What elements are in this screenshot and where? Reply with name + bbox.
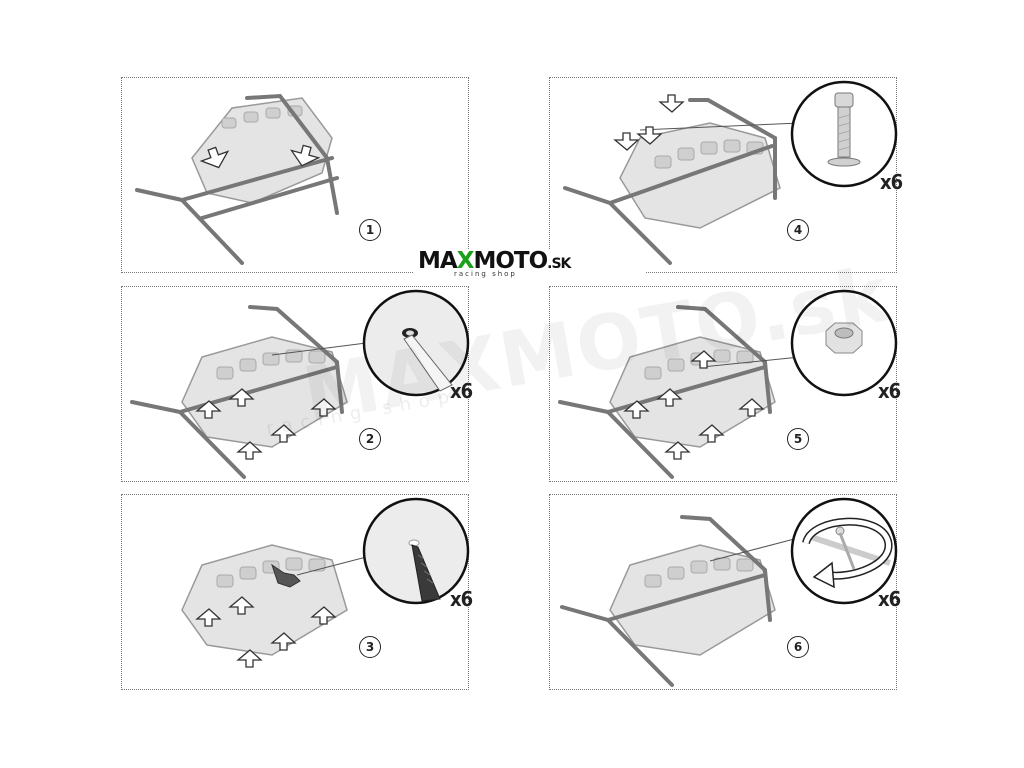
step-1-panel: 1 xyxy=(121,77,469,273)
step-6-illustration xyxy=(560,497,898,687)
arrow-icon xyxy=(199,144,321,169)
quantity-label: x6 xyxy=(450,587,473,611)
arrow-icon xyxy=(195,388,337,460)
step-number-badge: 3 xyxy=(359,636,381,658)
arrow-icon xyxy=(613,94,685,151)
step-6-panel: x6 6 xyxy=(549,494,901,690)
step-4-illustration xyxy=(563,80,898,265)
step-5-panel: x6 5 xyxy=(549,286,901,482)
step-number-badge: 2 xyxy=(359,428,381,450)
step-4-panel: x6 4 xyxy=(549,77,903,273)
step-number-badge: 1 xyxy=(359,219,381,241)
step-number-badge: 6 xyxy=(787,636,809,658)
quantity-label: x6 xyxy=(880,170,903,194)
rotate-tighten-icon xyxy=(802,517,893,589)
step-number-badge: 4 xyxy=(787,219,809,241)
logo-brand: MAXMOTO.SK xyxy=(418,248,571,274)
lock-nut-icon xyxy=(825,322,863,354)
step-number-badge: 5 xyxy=(787,428,809,450)
step-2-illustration xyxy=(130,289,470,479)
step-1-illustration xyxy=(135,93,339,265)
quantity-label: x6 xyxy=(878,379,901,403)
maxmoto-logo: MAXMOTO.SK racing shop xyxy=(414,249,646,279)
step-3-illustration xyxy=(181,497,470,668)
logo-tagline: racing shop xyxy=(454,270,517,278)
bolt-with-washer-icon xyxy=(827,92,861,167)
step-3-panel: x6 3 xyxy=(121,494,473,690)
arrow-icon xyxy=(623,350,765,460)
arrow-icon xyxy=(195,596,337,668)
step-2-panel: x6 2 xyxy=(121,286,473,482)
drill-icon xyxy=(408,539,441,602)
step-5-illustration xyxy=(558,289,898,479)
quantity-label: x6 xyxy=(450,379,473,403)
screwdriver-insert-icon xyxy=(402,328,453,392)
quantity-label: x6 xyxy=(878,587,901,611)
